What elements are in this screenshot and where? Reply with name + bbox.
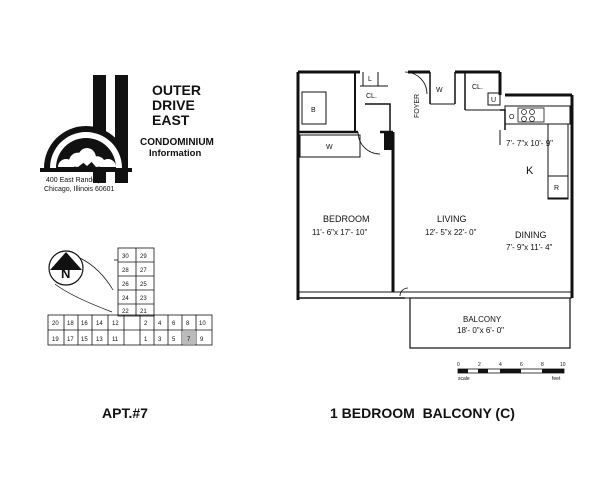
scale-tick: 8 [541, 362, 544, 368]
key-unit-label: 11 [112, 337, 119, 343]
scale-tick: 4 [499, 362, 502, 368]
brand-address-line2: Chicago, Illinois 60601 [44, 186, 115, 193]
brand-subtitle-line2: Information [149, 148, 201, 159]
brand-title-line2: DRIVE [152, 97, 195, 113]
scale-tick: 0 [457, 362, 460, 368]
bedroom-label: BEDROOM [323, 214, 370, 224]
bedroom-size: 11'- 6"x 17'- 10" [312, 228, 367, 237]
scale-tick: 10 [560, 362, 566, 368]
key-unit-label: 10 [199, 321, 206, 327]
closet-label: CL. [366, 93, 377, 100]
dining-size: 7'- 9"x 11'- 4" [506, 243, 553, 252]
key-unit-label: 13 [96, 337, 103, 343]
bath-label: B [311, 107, 316, 114]
scale-tick: 2 [478, 362, 481, 368]
balcony-size: 18'- 0"x 6'- 0" [457, 326, 504, 335]
key-unit-label: 28 [122, 268, 129, 274]
key-unit-label: 20 [52, 321, 59, 327]
key-unit-label: 27 [140, 268, 147, 274]
key-plan [47, 247, 213, 346]
key-unit-label: 16 [81, 321, 88, 327]
north-label: N [61, 266, 70, 281]
key-unit-label: 1 [144, 337, 148, 343]
key-unit-label: 3 [158, 337, 162, 343]
scale-unit-label: feet [552, 376, 561, 382]
key-unit-label: 22 [122, 309, 129, 315]
kitchen-size: 7'- 7"x 10'- 9" [506, 139, 553, 148]
brand-subtitle-line1: CONDOMINIUM [140, 137, 214, 148]
scale-bar [457, 368, 565, 374]
scale-unit-label: scale [458, 376, 470, 382]
key-unit-label: 6 [172, 321, 176, 327]
key-unit-label: 9 [200, 337, 204, 343]
foyer-label: FOYER [414, 94, 421, 118]
key-unit-label: 29 [140, 254, 147, 260]
wardrobe-label: W [326, 144, 333, 151]
north-arrow-icon [48, 250, 84, 286]
key-unit-label: 5 [172, 337, 176, 343]
key-unit-label-highlight: 7 [187, 337, 191, 343]
key-unit-label: 15 [81, 337, 88, 343]
dining-label: DINING [515, 230, 547, 240]
key-unit-label: 2 [144, 321, 148, 327]
closet-label: CL. [472, 84, 483, 91]
kitchen-label: K [526, 165, 534, 177]
brand-logo [40, 75, 132, 183]
living-size: 12'- 5"x 22'- 0" [425, 228, 477, 237]
key-unit-label: 4 [158, 321, 162, 327]
utility-label: U [491, 97, 496, 104]
key-unit-label: 24 [122, 296, 129, 302]
key-unit-label: 21 [140, 309, 147, 315]
linen-label: L [368, 76, 372, 83]
balcony-label: BALCONY [463, 315, 502, 324]
scale-tick: 6 [520, 362, 523, 368]
key-unit-label: 17 [67, 337, 74, 343]
unit-type: 1 BEDROOM BALCONY (C) [330, 405, 515, 421]
apartment-number: APT.#7 [102, 405, 148, 421]
key-unit-label: 23 [140, 296, 147, 302]
key-unit-label: 26 [122, 282, 129, 288]
washer-label: W [436, 87, 443, 94]
brand-title-line1: OUTER [152, 82, 201, 98]
key-unit-label: 30 [122, 254, 129, 260]
key-unit-label: 8 [186, 321, 190, 327]
oven-label: O [509, 114, 515, 121]
brand-address-line1: 400 East Randolph [46, 177, 106, 184]
floorplan-walls [296, 70, 574, 349]
refrigerator-label: R [554, 185, 559, 192]
key-unit-label: 25 [140, 282, 147, 288]
living-label: LIVING [437, 214, 467, 224]
key-unit-label: 18 [67, 321, 74, 327]
key-unit-label: 12 [112, 321, 119, 327]
brand-title-line3: EAST [152, 112, 190, 128]
key-unit-label: 14 [96, 321, 103, 327]
key-unit-label: 19 [52, 337, 59, 343]
